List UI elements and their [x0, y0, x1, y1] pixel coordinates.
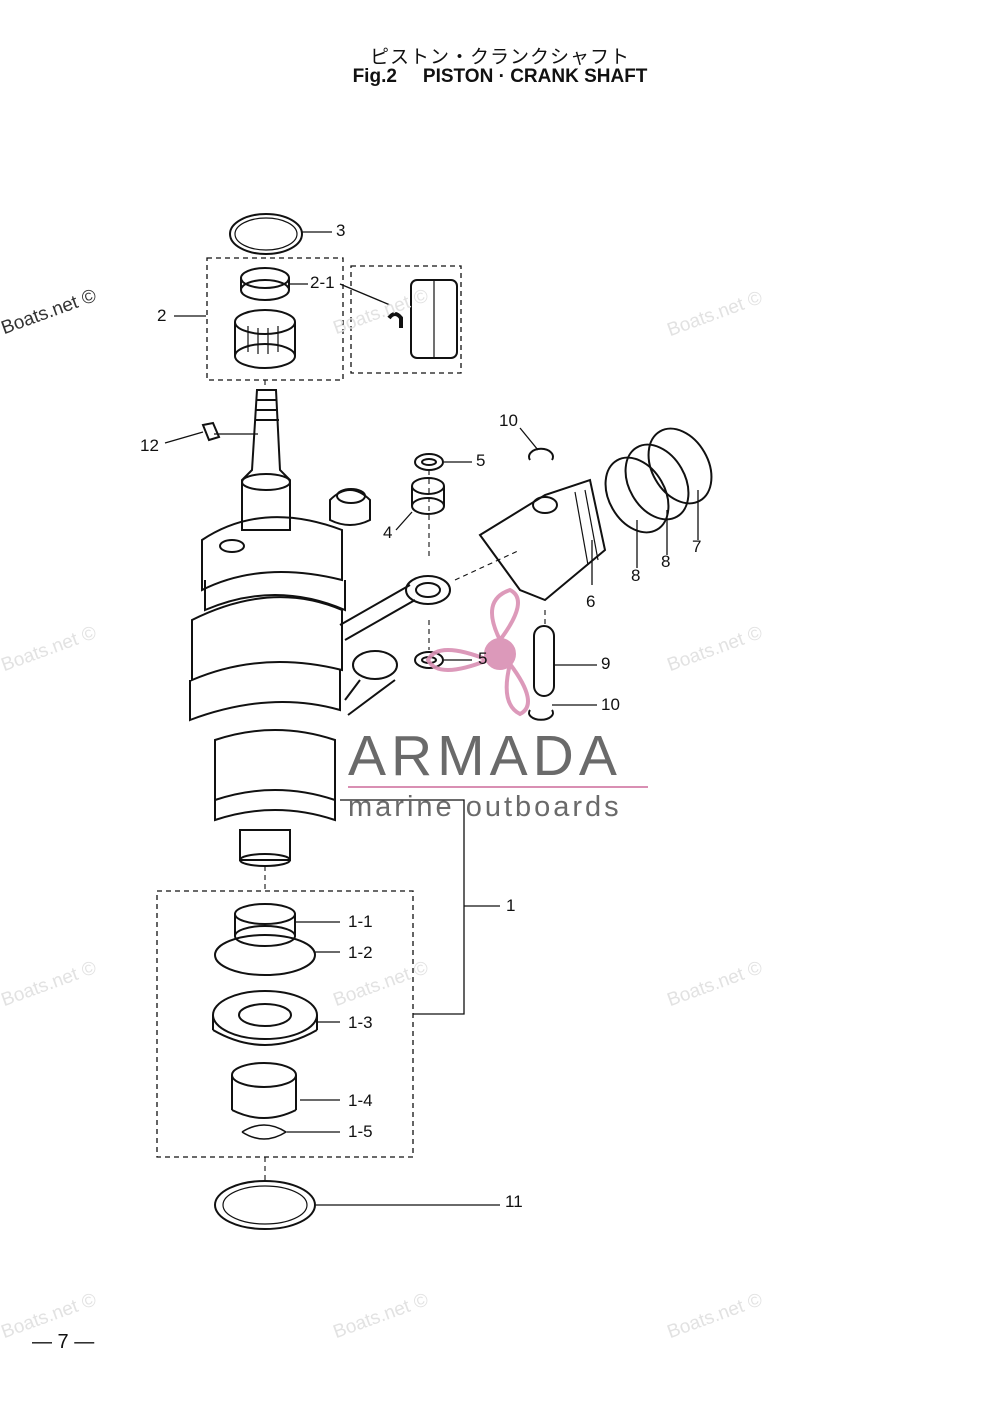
part-2-1-sleeve-detail	[387, 279, 458, 359]
part-10-clip-upper	[528, 447, 554, 461]
part-9-piston-pin	[533, 625, 555, 697]
part-6-piston	[478, 478, 607, 602]
brand-watermark-rule	[348, 786, 648, 788]
callout-1-5: 1-5	[348, 1122, 373, 1141]
part-5-washer-upper	[414, 453, 444, 471]
part-8-ring-b	[624, 443, 690, 521]
callout-1-3: 1-3	[348, 1013, 373, 1032]
part-2-bearing	[234, 309, 296, 369]
leader-lines	[164, 231, 699, 1206]
callout-12: 12	[140, 436, 159, 455]
callout-1-2: 1-2	[348, 943, 373, 962]
callout-9: 9	[601, 654, 611, 673]
part-1-1-sleeve	[234, 903, 296, 947]
part-2-group-box	[206, 257, 344, 381]
callout-1: 1	[506, 896, 516, 915]
part-1-5-circlip	[241, 1124, 288, 1140]
part-1-group-box	[156, 890, 414, 1158]
brand-watermark-subtitle: marine outboards	[348, 791, 622, 823]
part-3-o-ring	[229, 213, 303, 255]
part-4-needle-bearing	[411, 477, 445, 515]
part-1-2-shim	[214, 934, 316, 976]
title-english: Fig.2 PISTON · CRANK SHAFT	[0, 66, 1000, 88]
crankshaft	[189, 389, 346, 867]
part-7-ring	[647, 427, 713, 505]
callout-11: 11	[505, 1192, 523, 1211]
callout-5-lower: 5	[478, 649, 488, 668]
part-1-4-bearing	[231, 1062, 297, 1119]
figure-title: PISTON · CRANK SHAFT	[422, 66, 648, 87]
part-8-ring-a	[604, 456, 670, 534]
callout-2-1: 2-1	[310, 273, 335, 292]
callout-1-1: 1-1	[348, 912, 373, 931]
part-1-3-ball-bearing	[212, 990, 318, 1046]
part-2-1-seal	[240, 267, 290, 301]
callout-5-upper: 5	[476, 451, 486, 470]
callout-6: 6	[586, 592, 596, 611]
brand-watermark-title: ARMADA	[348, 724, 622, 788]
part-10-clip-lower	[528, 709, 554, 721]
title-japanese: ピストン・クランクシャフト	[369, 47, 630, 68]
part-2-1-detail-box	[350, 265, 462, 374]
page-number: — 7 —	[32, 1331, 95, 1353]
figure-label: Fig.2	[352, 66, 397, 87]
callout-4: 4	[383, 523, 393, 542]
brand-propeller-logo	[425, 587, 530, 717]
callout-7: 7	[692, 537, 702, 556]
callout-8-b: 8	[661, 552, 671, 571]
callout-8-a: 8	[631, 566, 641, 585]
callout-2: 2	[157, 306, 167, 325]
callout-10-lower: 10	[601, 695, 620, 714]
callout-3: 3	[336, 221, 346, 240]
part-12-key	[201, 421, 221, 442]
callout-1-4: 1-4	[348, 1091, 373, 1110]
callout-10-upper: 10	[499, 411, 518, 430]
connecting-rods	[329, 488, 451, 716]
part-11-o-ring	[214, 1180, 316, 1230]
alignment-lines	[264, 380, 546, 1181]
